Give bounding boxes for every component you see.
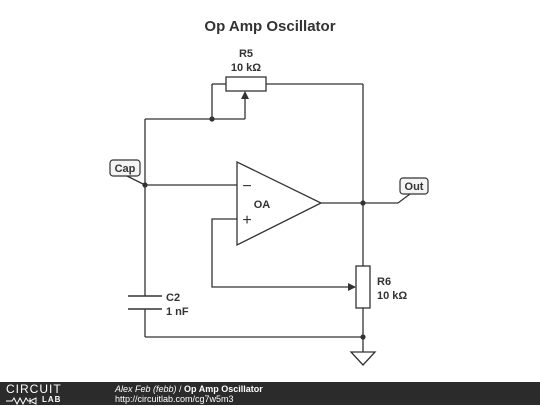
net-label-cap-box [109, 159, 141, 177]
logo-resistor-icon [6, 396, 37, 406]
r6-wiper-arrow [348, 283, 356, 291]
op-amp-inverting-sign: − [242, 178, 251, 195]
c2-value-label: 1 nF [166, 306, 189, 318]
c2-capacitor [128, 295, 162, 310]
op-amp-label: OA [254, 199, 271, 211]
c2-name-label: C2 [166, 292, 180, 304]
junction-cap-node [142, 182, 148, 188]
wire-out-label [397, 193, 411, 204]
ground-symbol [349, 351, 377, 366]
net-label-out-box [399, 177, 429, 195]
circuitlab-logo[interactable]: CIRCUIT LAB [6, 382, 96, 406]
wire-cap-label [126, 175, 146, 186]
r6-name-label: R6 [377, 276, 391, 288]
op-amp-noninverting-sign: + [242, 212, 251, 229]
r5-name-label: R5 [239, 48, 253, 60]
r6-value-label: 10 kΩ [377, 290, 407, 302]
logo-wordmark-bottom: LAB [42, 395, 62, 404]
r5-resistor [225, 76, 267, 92]
footer-url[interactable]: http://circuitlab.com/cg7w5m3 [115, 394, 234, 404]
junction-output [360, 200, 366, 206]
wire-noninverting-input [211, 218, 355, 288]
r5-value-label: 10 kΩ [231, 62, 261, 74]
footer-bar: CIRCUIT LAB Alex Feb (febb) / Op Amp Osc… [0, 382, 540, 406]
footer-title[interactable]: Op Amp Oscillator [184, 384, 263, 394]
op-amp [236, 160, 323, 247]
net-label-cap: Cap [115, 163, 136, 175]
junction-bottom-right [360, 334, 366, 340]
circuit-schematic: − + OA Cap Out R5 10 kΩ R6 10 kΩ C2 1 nF [109, 48, 429, 366]
footer-separator: / [176, 384, 185, 394]
page-title: Op Amp Oscillator [204, 18, 336, 35]
logo-wordmark-top: CIRCUIT [6, 382, 62, 396]
junction-r5-left [209, 116, 215, 122]
r6-resistor [355, 265, 371, 309]
r5-wiper-arrow [241, 91, 249, 99]
footer-credit: Alex Feb (febb) / Op Amp Oscillator [115, 384, 263, 394]
footer-author[interactable]: Alex Feb (febb) [115, 384, 177, 394]
net-label-out: Out [405, 181, 424, 193]
